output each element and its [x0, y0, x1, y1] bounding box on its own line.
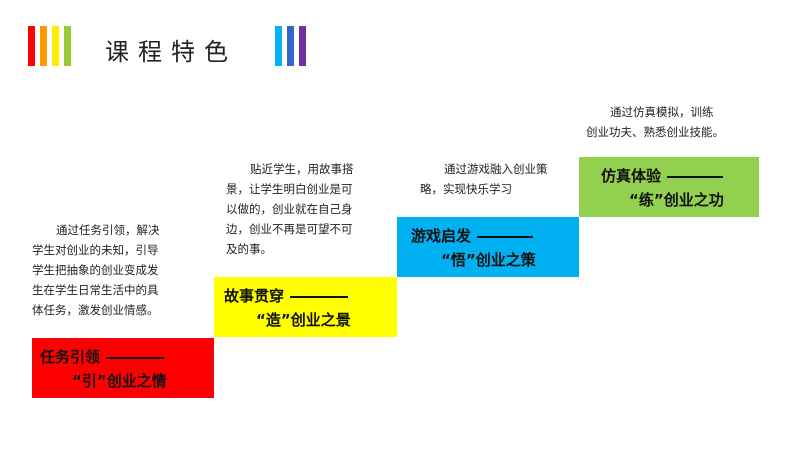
step-box-story: 故事贯穿 “造”创业之景	[214, 277, 397, 337]
header-bar-purple	[299, 26, 306, 66]
step-desc-story: 贴近学生，用故事搭 景，让学生明白创业是可 以做的，创业就在自己身 边，创业不再…	[226, 162, 354, 256]
title-dash	[667, 175, 724, 178]
step-desc-task: 通过任务引领，解决 学生对创业的未知，引导 学生把抽象的创业变成发 生在学生日常…	[32, 223, 160, 317]
step-box-game: 游戏启发 “悟”创业之策	[397, 217, 579, 277]
step-subtitle: “练”创业之功	[629, 191, 724, 209]
step-subtitle: “造”创业之景	[256, 311, 351, 329]
step-title: 故事贯穿	[224, 287, 285, 305]
step-box-simulation: 仿真体验 “练”创业之功	[579, 157, 759, 217]
step-desc-simulation: 通过仿真模拟，训练 创业功夫、熟悉创业技能。	[586, 105, 724, 139]
header-bar-blue	[287, 26, 294, 66]
step-title: 仿真体验	[601, 167, 662, 185]
step-subtitle: “引”创业之情	[72, 372, 167, 390]
header-bar-red	[28, 26, 35, 66]
step-title: 游戏启发	[411, 227, 472, 245]
step-title: 任务引领	[40, 348, 101, 366]
step-box-task: 任务引领 “引”创业之情	[32, 338, 214, 398]
title-dash	[477, 235, 534, 238]
title-dash	[290, 295, 349, 298]
header-bar-cyan	[275, 26, 282, 66]
header-bar-orange	[40, 26, 47, 66]
header-bar-yellow	[52, 26, 59, 66]
page-title: 课程特色	[105, 38, 237, 66]
header-bar-green	[64, 26, 71, 66]
step-subtitle: “悟”创业之策	[441, 251, 536, 269]
step-desc-game: 通过游戏融入创业策 略，实现快乐学习	[420, 162, 548, 196]
title-dash	[106, 356, 165, 359]
